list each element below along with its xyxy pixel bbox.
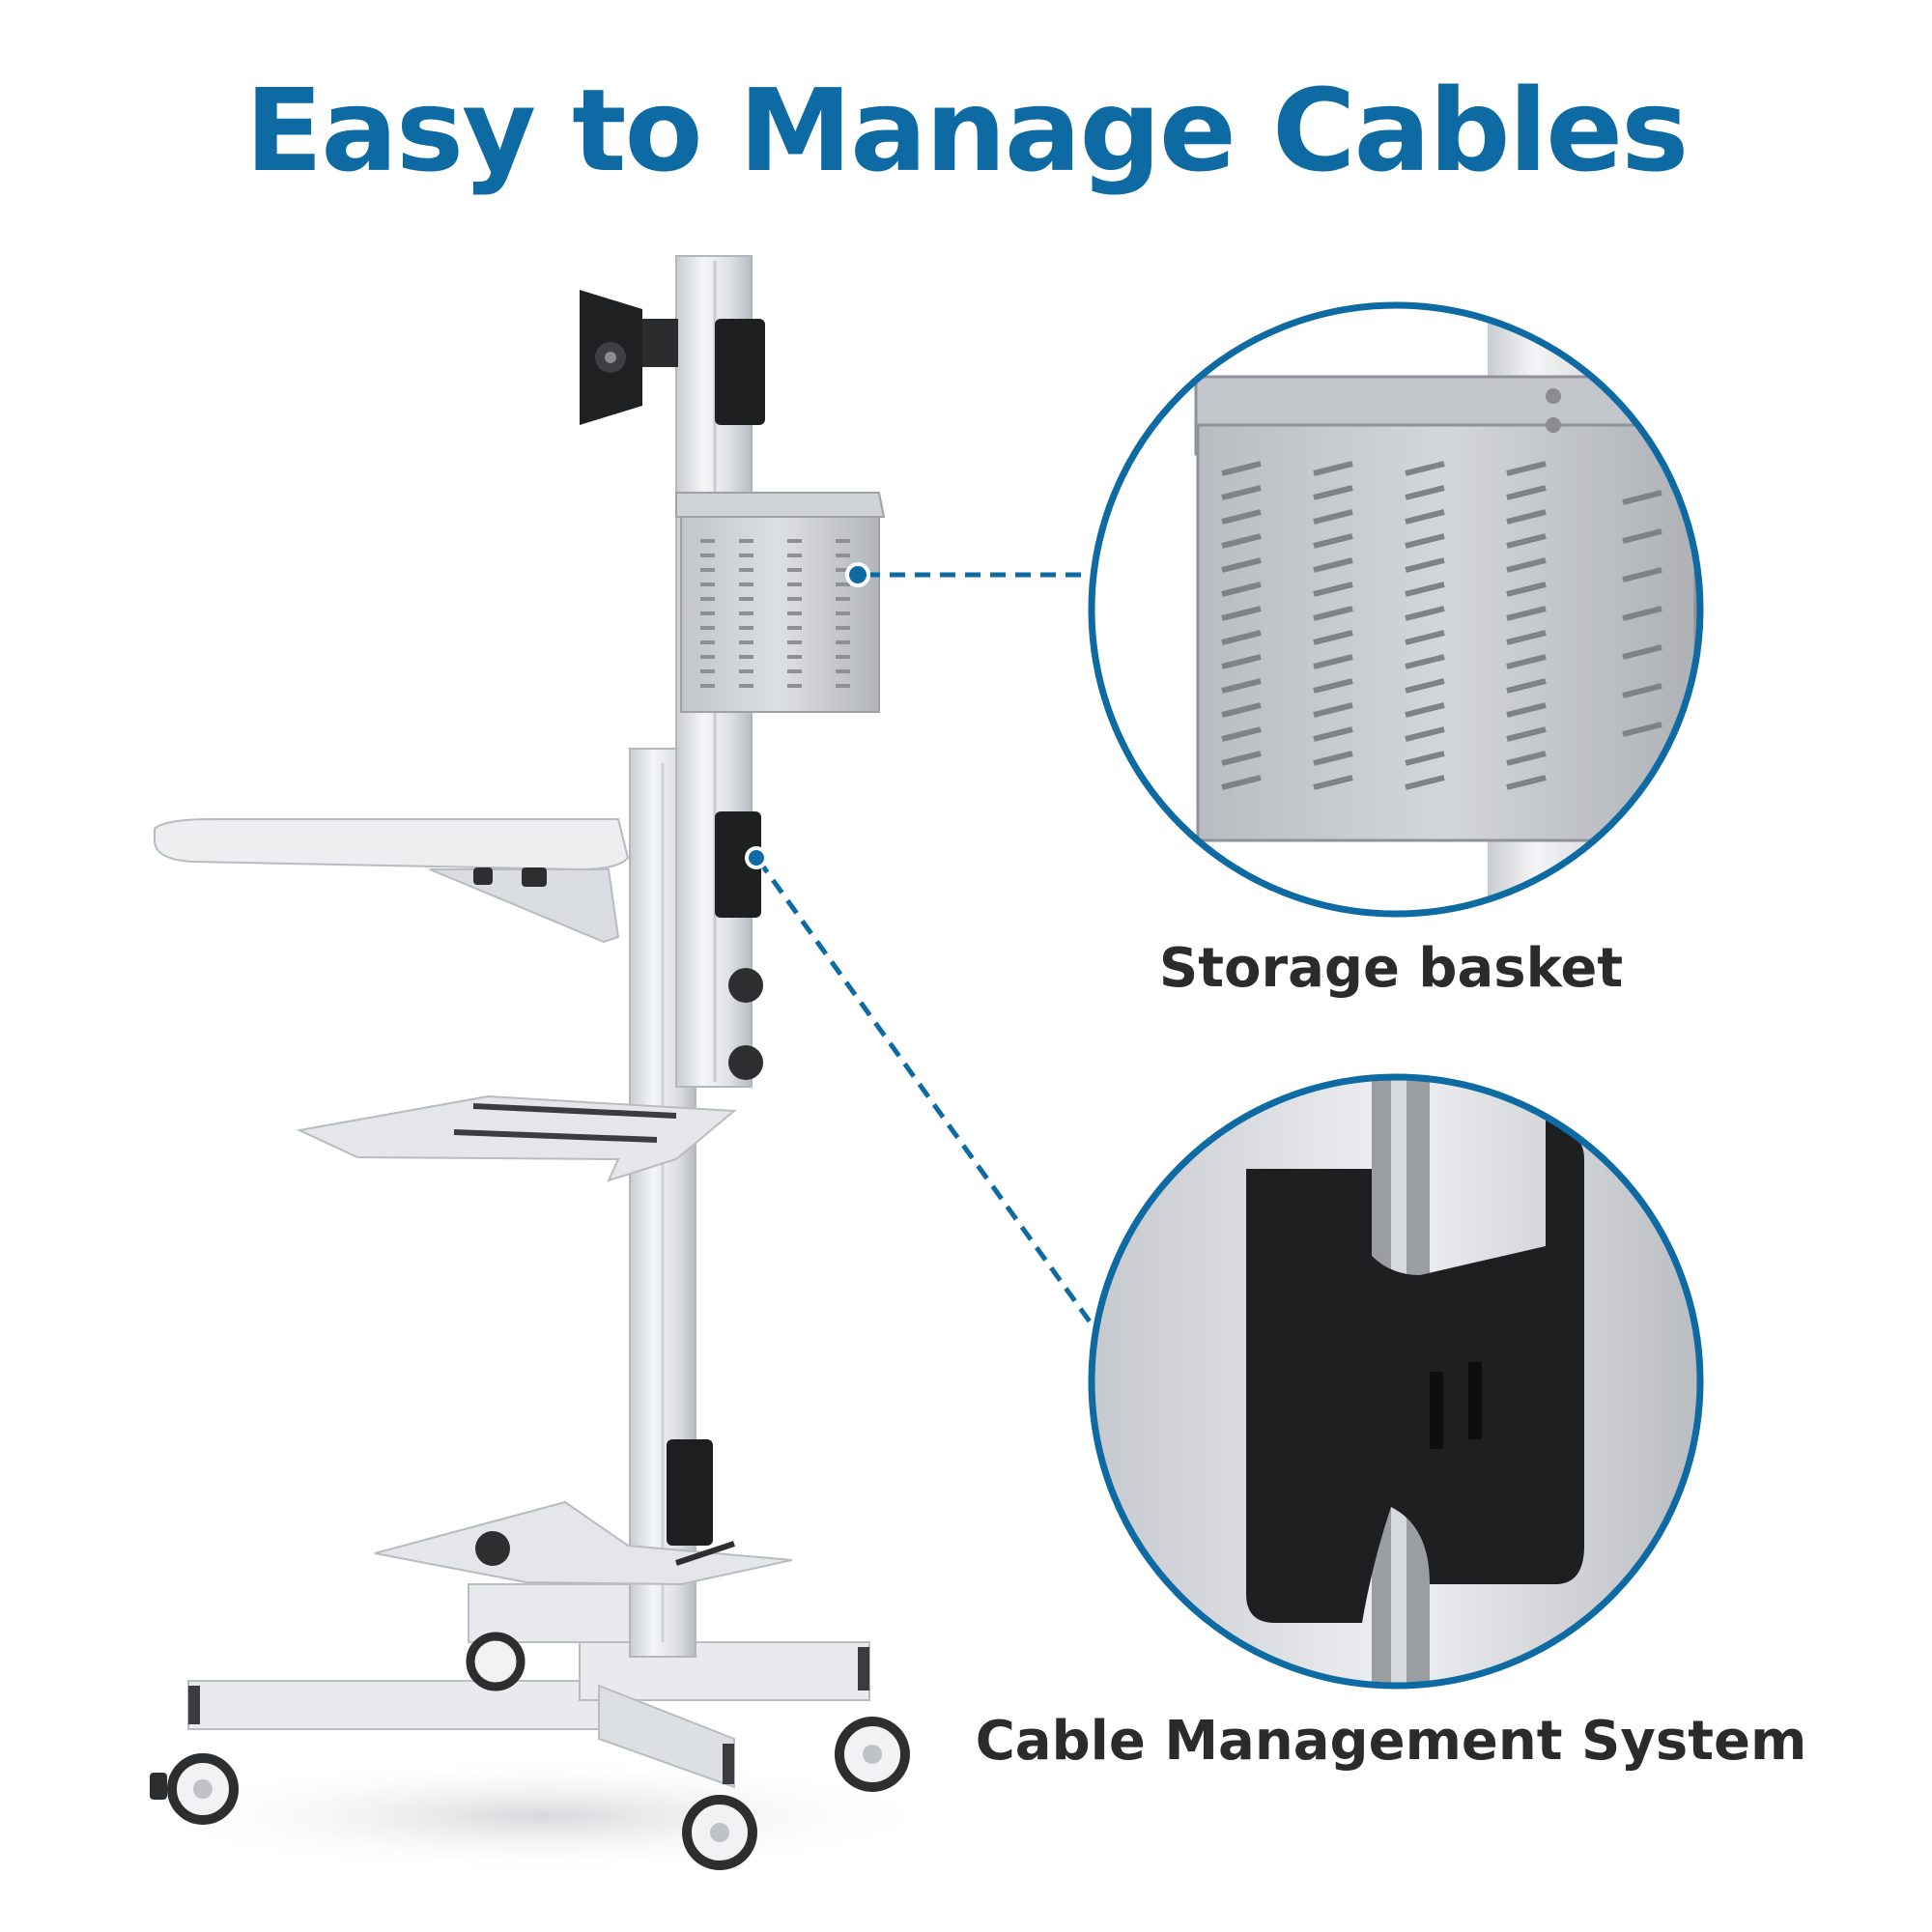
page-title: Easy to Manage Cables [244, 64, 1690, 197]
caster-wheels [150, 1632, 910, 1870]
callout-connectors [755, 572, 1093, 1323]
basket-marker-dot [845, 562, 870, 587]
cart-base [187, 1583, 870, 1789]
height-adjust-knobs [728, 968, 763, 1080]
monitor-mount [580, 290, 678, 425]
cpu-holder [374, 1500, 793, 1586]
storage-basket-closeup [1092, 305, 1700, 914]
keyboard-tray [154, 818, 630, 944]
storage-basket-caption: Storage basket [1158, 937, 1624, 1000]
upper-cable-clip [715, 319, 765, 425]
clip-closeup-frame [1088, 1073, 1704, 1690]
cable-management-caption: Cable Management System [975, 1710, 1807, 1773]
floor-shadow [135, 1758, 947, 1874]
middle-shelf [296, 1094, 737, 1182]
basket-closeup-frame [1088, 301, 1704, 918]
middle-cable-clip [715, 811, 761, 918]
clip-marker-dot [745, 846, 768, 869]
storage-basket-small [675, 492, 886, 713]
lower-cable-clip [667, 1439, 713, 1546]
cable-clip-closeup [1092, 1077, 1700, 1686]
